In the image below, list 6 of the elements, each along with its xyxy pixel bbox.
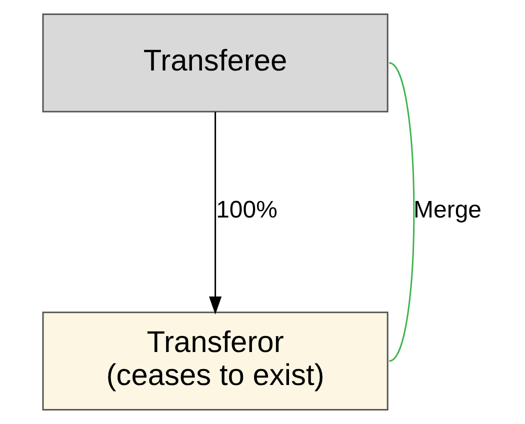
edge-label: Merge <box>414 196 482 224</box>
node-box: Transferee <box>42 13 388 112</box>
connector <box>388 62 415 362</box>
arrow <box>209 112 222 315</box>
node-box: Transferor (ceases to exist) <box>42 312 388 411</box>
edge-label: 100% <box>216 196 278 224</box>
